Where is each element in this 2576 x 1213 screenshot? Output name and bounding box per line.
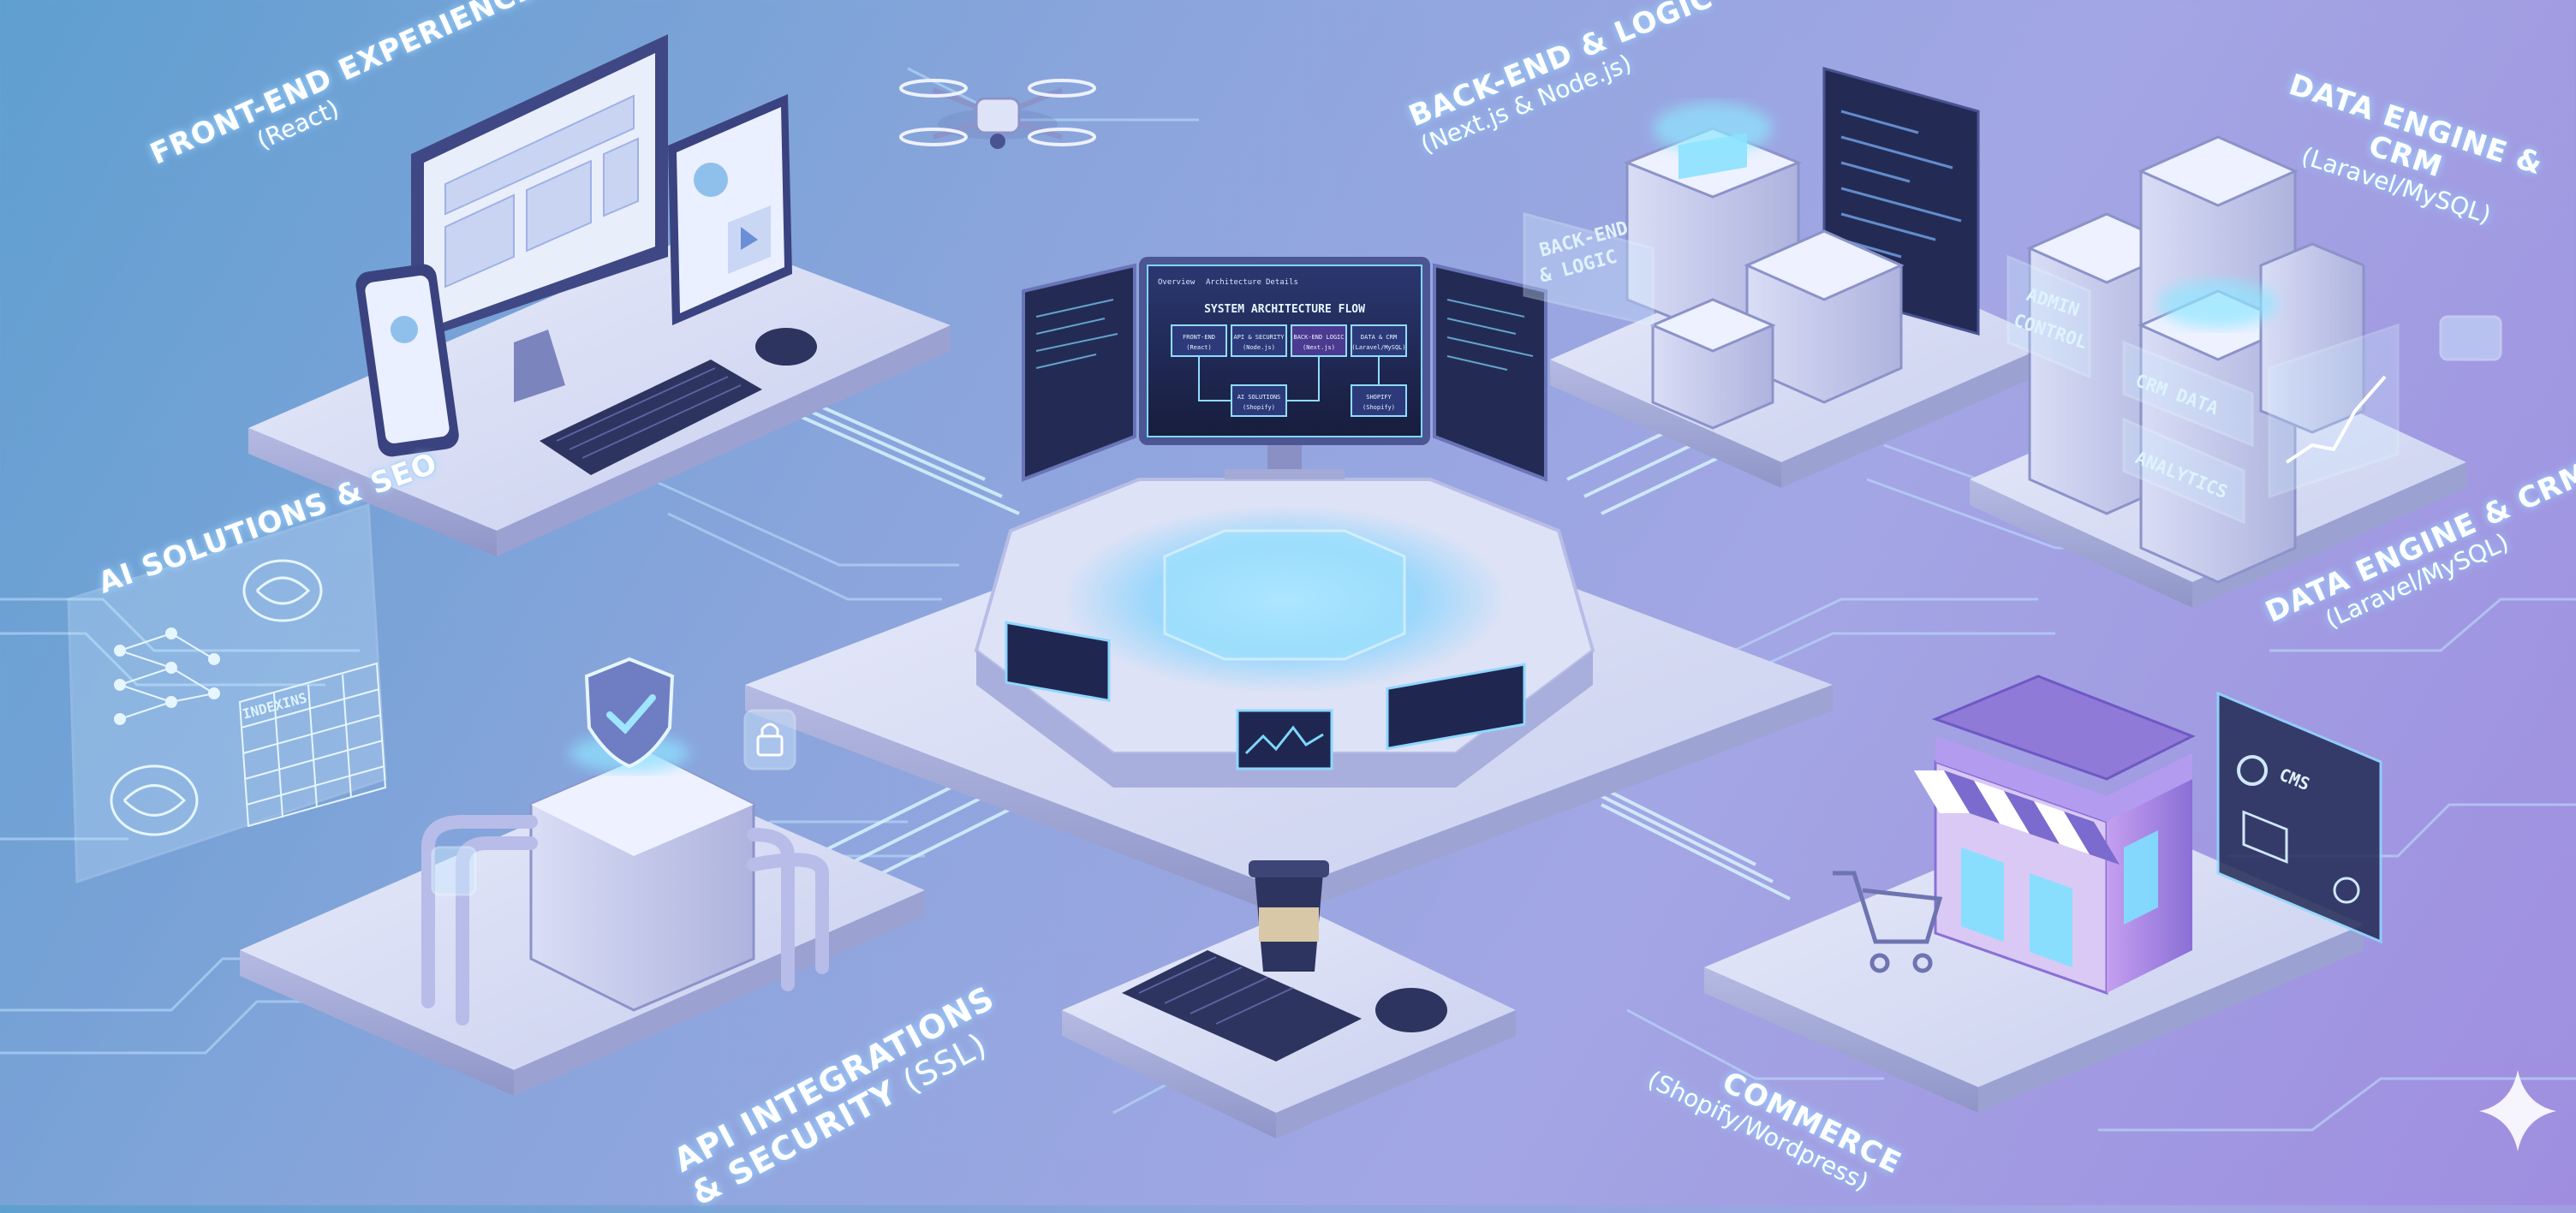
hub-flow-box [1351,324,1407,357]
hub-flow-box-sub: (React) [1186,344,1212,351]
central-hub [745,478,1833,916]
brain-icon [110,559,323,836]
hub-flow-box-sub: (Next.js) [1303,344,1335,351]
back-end-panel [1523,212,1655,327]
neural-network-icon [114,627,220,725]
growth-chart-icon [2285,375,2387,464]
hub-flow-box [1291,324,1347,357]
hub-flow-box [1231,384,1287,417]
hub-menu-item: Details [1266,278,1298,287]
crm-data-panel [2122,340,2254,448]
phone-avatar-icon [391,316,418,343]
ai-solutions-panel: INDEXINS [67,502,387,884]
keyboard-icon [540,360,762,475]
hub-flow-box-title: DATA & CRM [1361,334,1397,341]
hub-flow-box-title: AI SOLUTIONS [1237,394,1281,401]
hub-flow-box-sub: (Node.js) [1243,344,1275,351]
shield-badge-icon [431,846,477,896]
hub-menu-item: Architecture [1206,278,1261,287]
hub-side-screen-left [1005,621,1111,703]
back-end-station: BACK-END & LOGIC [1523,67,2055,488]
hub-side-screen-right [1386,663,1526,751]
analytics-panel [2122,417,2245,525]
desk-keyboard-icon [1122,950,1362,1061]
small-device [2439,315,2502,361]
commerce-station: CMS [1704,675,2382,1113]
hub-flow-box-title: SHOPIFY [1366,394,1392,401]
mouse-icon [755,328,817,366]
sparkle-icon [2479,1070,2556,1151]
data-engine-station: ADMIN CONTROL CRM DATA ANALYTICS [1970,135,2502,608]
lock-icon [743,709,796,770]
globe-icon [2333,877,2360,904]
hub-screen-title: SYSTEM ARCHITECTURE FLOW [1204,303,1365,316]
hub-flow-box [1231,324,1287,357]
drone-icon [899,79,1096,149]
shop-awning [1914,770,2120,865]
left-wing-monitor [1022,263,1136,482]
api-security-station [240,657,925,1096]
hub-menu-item: Overview [1158,278,1196,287]
hub-flow-box-title: FRONT-END [1183,334,1215,341]
hub-flow-box-title: API & SECURITY [1233,334,1285,341]
hub-flow-box [1351,384,1407,417]
hub-flow-box [1171,324,1227,357]
hub-flow-box-title: BACK-END LOGIC [1293,334,1344,341]
coffee-desk [1062,860,1516,1139]
desk-mouse-icon [1375,988,1447,1032]
server-rack [1623,127,1905,430]
index-grid [238,662,387,828]
tablet-avatar-icon [694,163,728,197]
admin-control-panel [2007,254,2091,379]
cms-gear-icon [2237,755,2268,786]
front-end-station [248,34,951,556]
hub-flow-box-sub: (Shopify) [1363,404,1395,411]
architecture-monitor: Overview Architecture Details SYSTEM ARC… [1022,257,1547,482]
hub-flow-box-sub: (Laravel/MySQL) [1351,344,1405,351]
hub-flow-box-sub: (Shopify) [1243,404,1275,411]
shopping-cart-icon [1833,871,1943,973]
right-wing-monitor [1433,263,1547,482]
shield-check-icon [584,657,675,769]
